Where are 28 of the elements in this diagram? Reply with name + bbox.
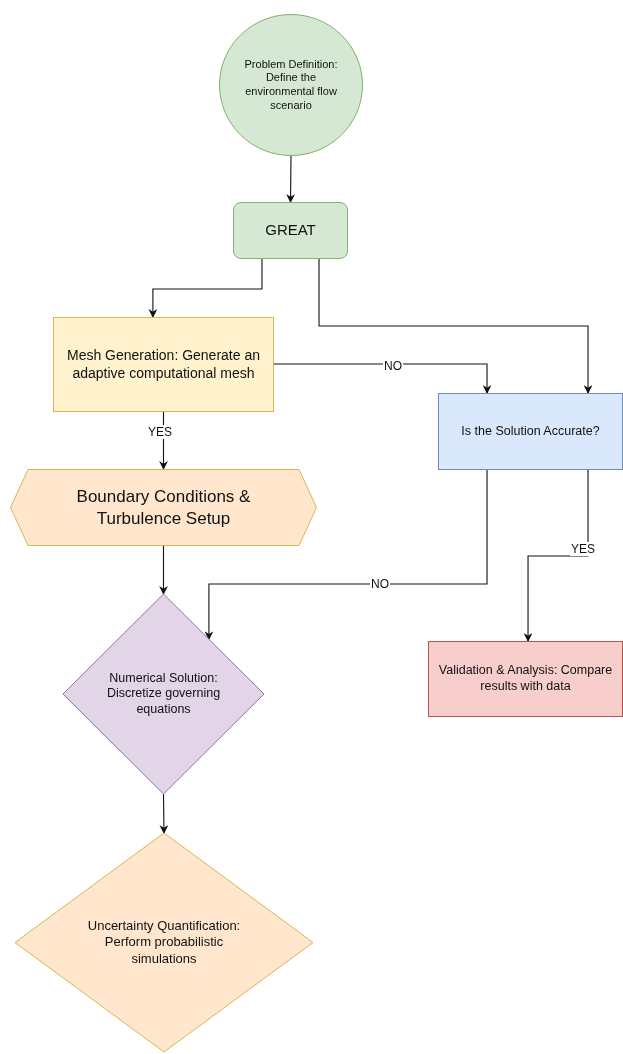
decision-diamond [15,833,313,1052]
decision-box [438,393,623,470]
node-label: Mesh Generation: Generate an adaptive computational mesh [66,347,261,382]
arrow [204,469,488,641]
arrow [148,258,263,318]
edge-label: YES [570,542,596,556]
arrow [286,155,295,203]
node-label: Boundary Conditions & Turbulence Setup [75,486,252,529]
arrow [159,545,168,595]
edge-label: NO [370,577,390,591]
edge-label: YES [147,425,173,439]
start-circle [219,14,363,156]
arrow [523,469,589,642]
process-box [53,317,274,412]
node-label: Uncertainty Quantification: Perform probabilistic simulations [86,918,242,967]
edge-label: NO [383,359,403,373]
process-box [233,202,348,259]
node-label: Problem Definition: Define the environmental flow scenario [243,57,339,113]
preparation-hexagon [10,469,317,546]
arrow [159,793,169,834]
decision-diamond [63,594,264,794]
node-label: GREAT [265,221,316,240]
arrow [273,363,492,394]
node-label: Numerical Solution: Discretize governing equations [105,670,222,718]
process-box [428,641,623,717]
arrow [318,258,593,394]
node-label: Validation & Analysis: Compare results with data [437,663,614,695]
node-label: Is the Solution Accurate? [461,423,600,440]
